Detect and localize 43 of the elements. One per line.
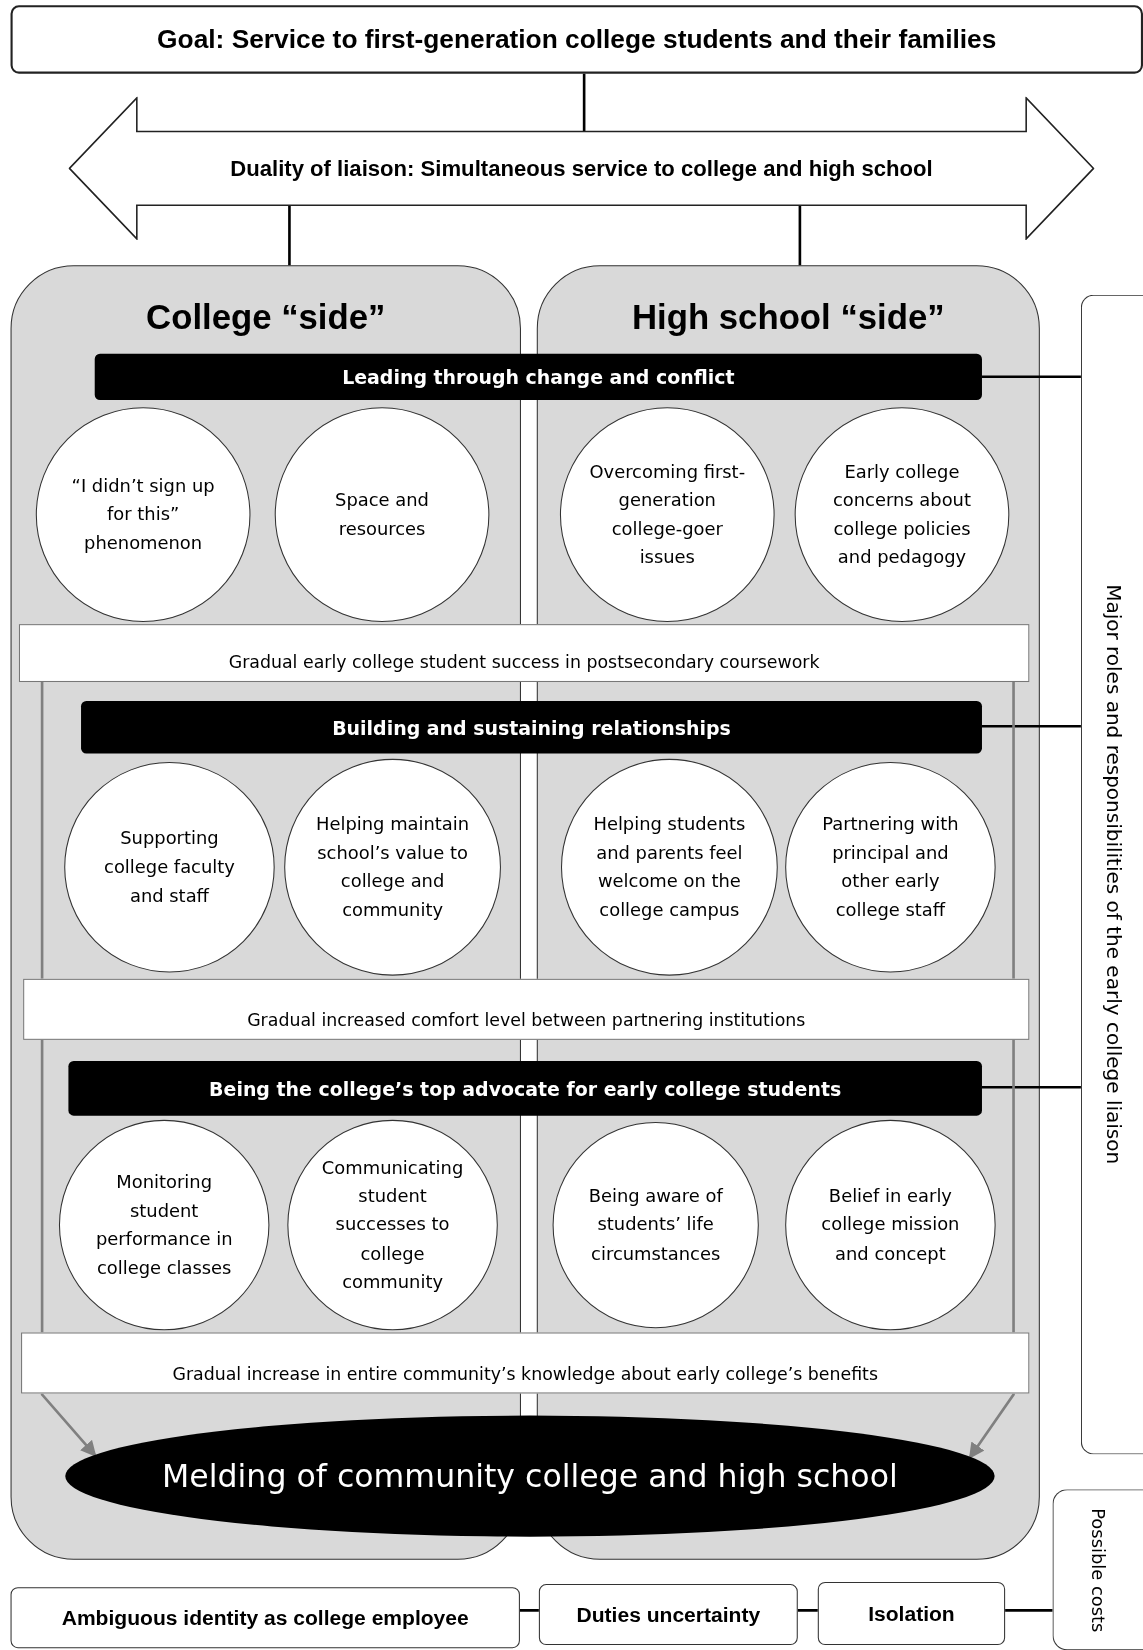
arrow	[968, 1393, 1015, 1459]
connector-line	[1012, 682, 1015, 979]
connector-line	[40, 682, 44, 979]
connector-line	[798, 205, 802, 266]
connector-line	[797, 1609, 818, 1612]
connector-line	[582, 73, 586, 132]
cost-box: Ambiguous identity as college employee	[10, 1587, 520, 1649]
connector-line	[981, 375, 1081, 379]
topic-circle: Communicating student successes to college community	[287, 1119, 498, 1331]
panel-title: High school “side”	[632, 297, 945, 338]
topic-circle: Monitoring student performance in college classes	[58, 1119, 270, 1331]
bracket-box: Major roles and responsibilities of the early college liaison	[1080, 294, 1143, 1455]
connector-line	[981, 724, 1081, 728]
topic-circle: Partnering with principal and other early college staff	[785, 762, 996, 973]
topic-circle: Supporting college faculty and staff	[64, 762, 275, 973]
topic-circle: Overcoming first-generation college-goer issues	[559, 407, 775, 622]
topic-circle: Helping maintain school’s value to college and community	[284, 758, 501, 976]
connector-line	[1005, 1609, 1053, 1612]
topic-circle: Helping students and parents feel welcome on the college campus	[561, 758, 778, 976]
connector-line	[40, 1039, 44, 1333]
outcome-band: Gradual increase in entire community’s knowledge about early college’s benefits	[21, 1332, 1030, 1394]
cost-box: Isolation	[817, 1581, 1006, 1646]
topic-circle: Early college concerns about college policies and pedagogy	[794, 407, 1010, 622]
arrow-label: Duality of liaison: Simultaneous service to college and high school	[230, 155, 933, 182]
topic-circle: Belief in early college mission and concept	[785, 1119, 996, 1331]
costs-box: Possible costs	[1052, 1489, 1143, 1650]
duality-banner	[68, 96, 1095, 240]
topic-circle: Being aware of students’ life circumstances	[552, 1121, 759, 1329]
outcome-band: Gradual early college student success in postsecondary coursework	[18, 624, 1030, 682]
theme-bar: Leading through change and conflict	[94, 353, 982, 400]
theme-bar: Building and sustaining relationships	[81, 700, 982, 754]
connector-line	[1012, 1039, 1015, 1333]
topic-circle: Space and resources	[274, 407, 490, 622]
connector-line	[288, 205, 291, 266]
goal-box: Goal: Service to first-generation college students and their families	[10, 5, 1143, 74]
topic-circle: “I didn’t sign up for this” phenomenon	[35, 407, 251, 622]
cost-box: Duties uncertainty	[538, 1584, 798, 1646]
panel-title: College “side”	[146, 297, 386, 338]
connector-line	[519, 1609, 539, 1612]
connector-line	[981, 1085, 1081, 1089]
arrow	[40, 1392, 97, 1457]
outcome-band: Gradual increased comfort level between partnering institutions	[23, 978, 1030, 1040]
theme-bar: Being the college’s top advocate for early college students	[68, 1060, 982, 1116]
